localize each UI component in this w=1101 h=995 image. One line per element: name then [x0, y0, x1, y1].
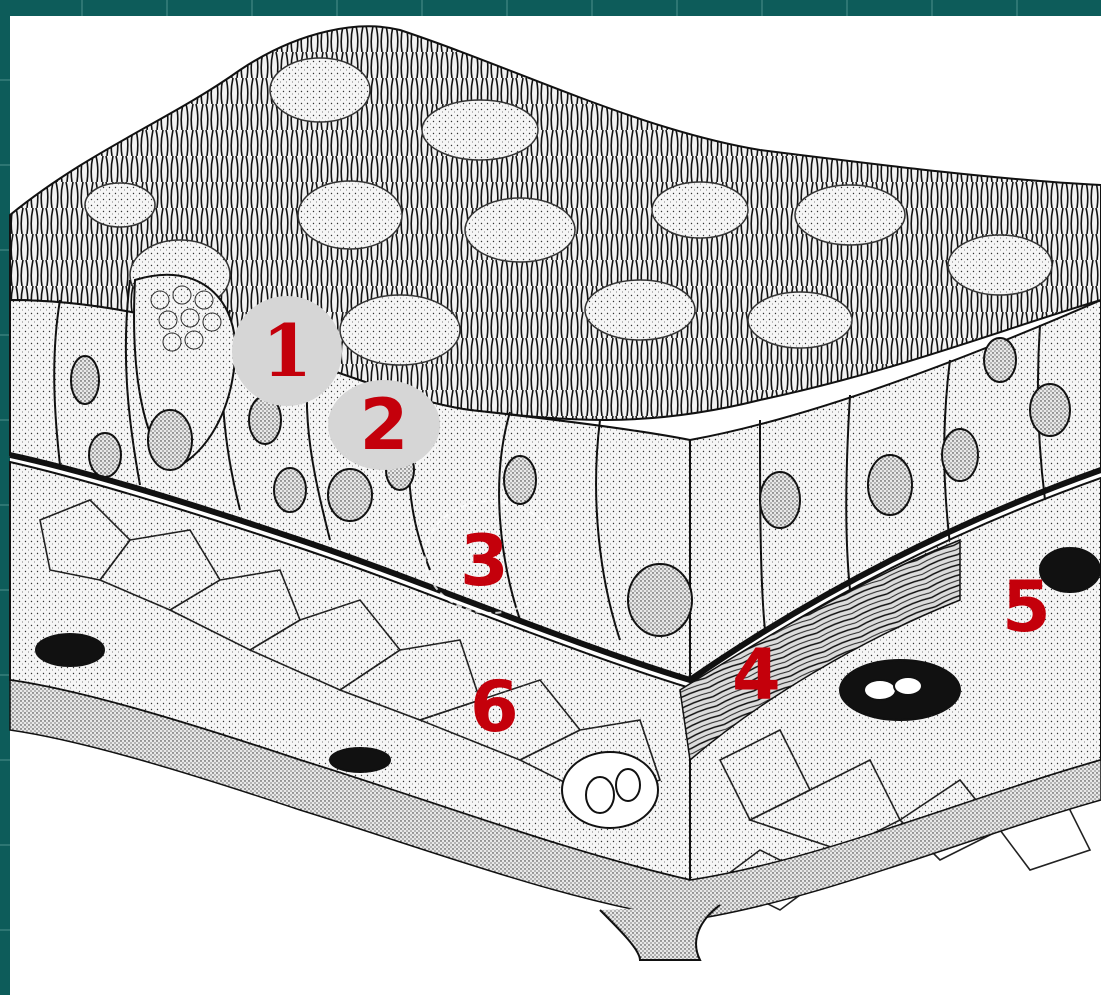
label-marker-5: 5 [1002, 572, 1051, 642]
label-marker-1: 1 [232, 296, 342, 406]
label-marker-3: 3 [460, 526, 509, 596]
label-2-text: 2 [360, 390, 409, 460]
vessel-stub [600, 905, 720, 960]
label-marker-4: 4 [732, 640, 781, 710]
label-1-text: 1 [262, 315, 312, 387]
label-marker-6: 6 [470, 672, 519, 742]
label-marker-2: 2 [328, 380, 440, 470]
